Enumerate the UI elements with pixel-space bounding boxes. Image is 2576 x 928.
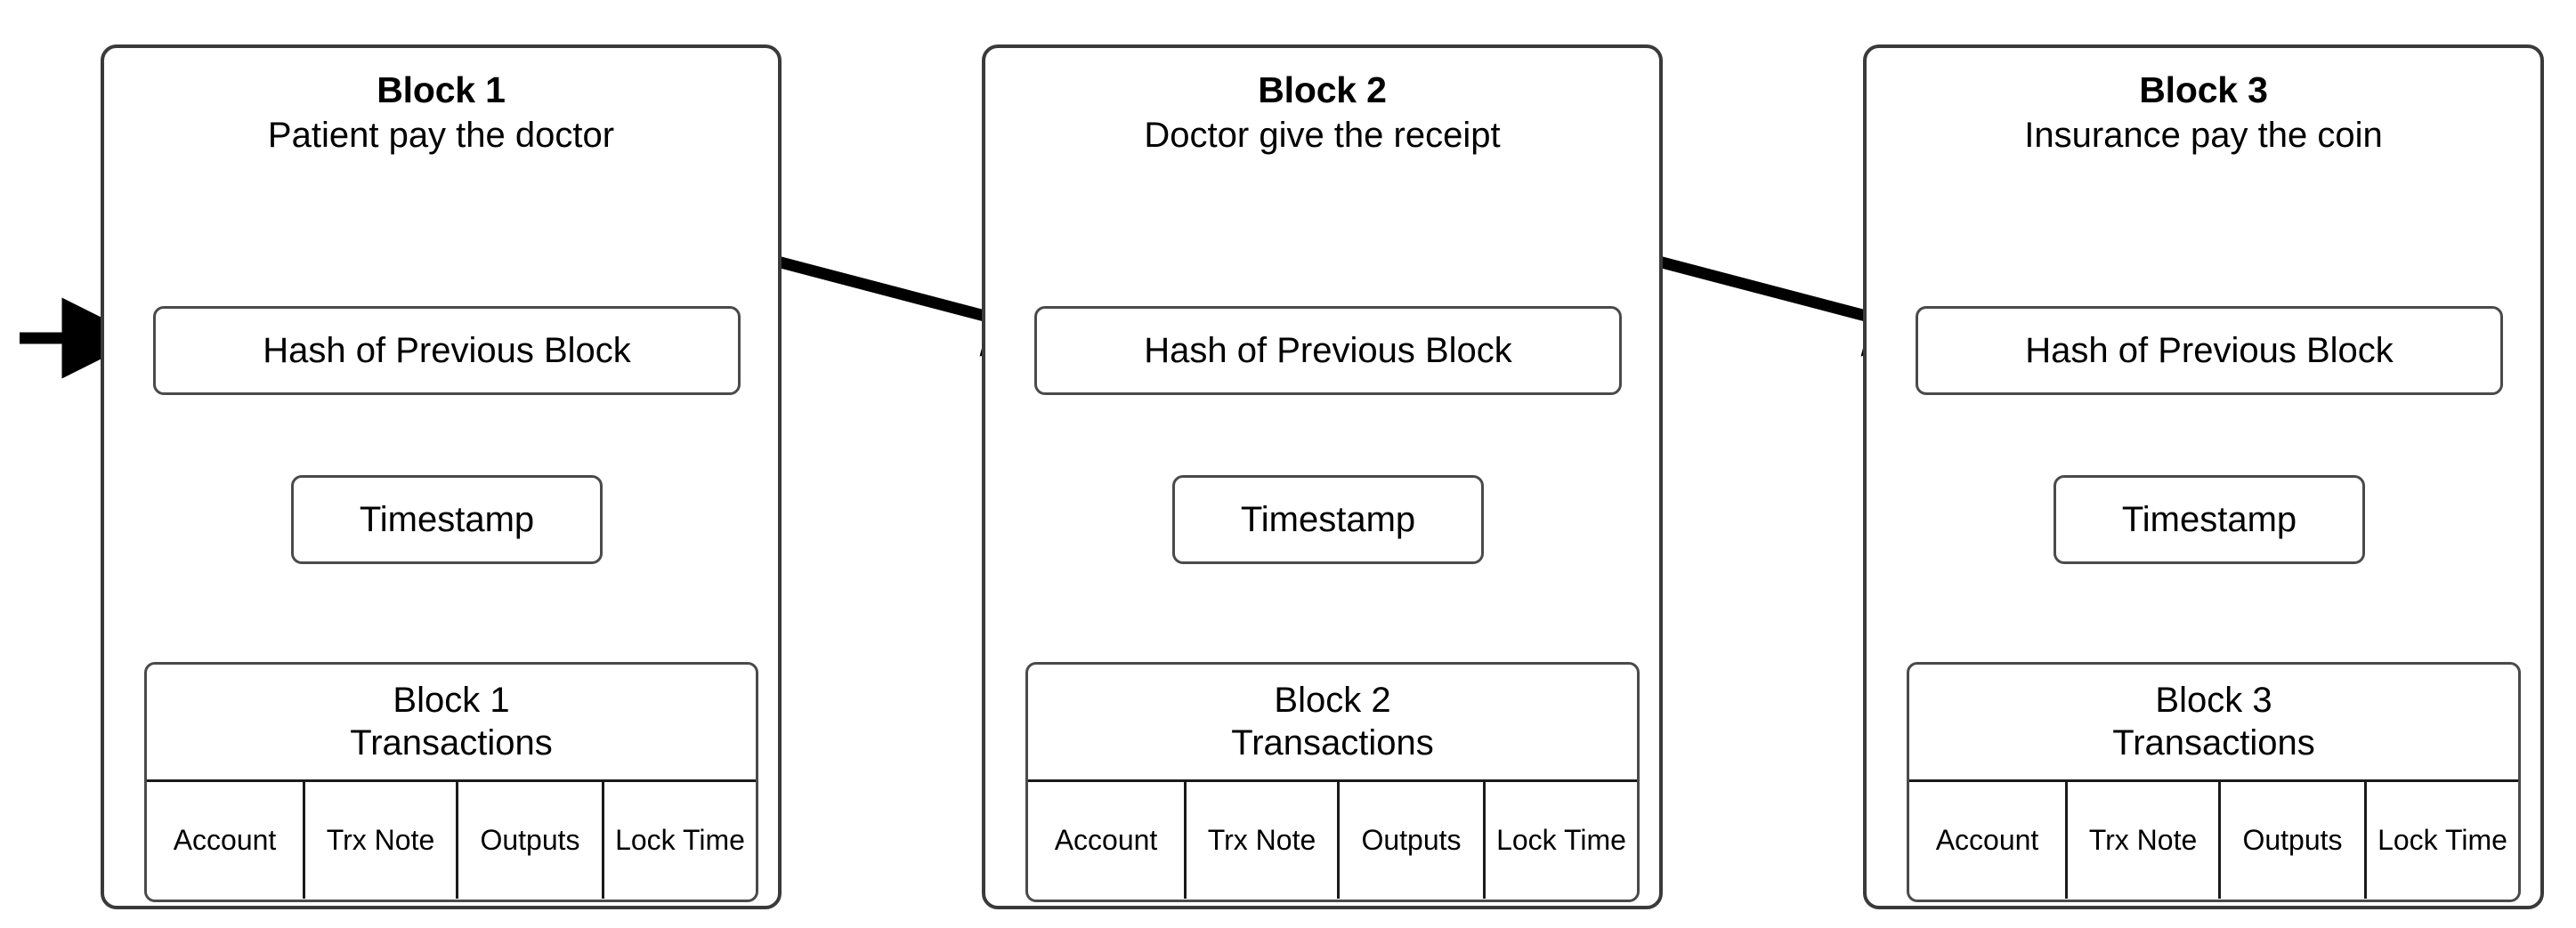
hash-of-previous-block-label-3: Hash of Previous Block — [2025, 330, 2394, 370]
transactions-panel-3: Block 3 Transactions Account Trx Note Ou… — [1907, 662, 2521, 902]
block-title-1: Block 1 — [377, 69, 506, 110]
tx-column-outputs-1: Outputs — [458, 782, 604, 899]
block-title-3: Block 3 — [2139, 69, 2268, 110]
hash-of-previous-block-label-1: Hash of Previous Block — [263, 330, 631, 370]
tx-column-account-1: Account — [147, 782, 305, 899]
timestamp-label-2: Timestamp — [1240, 499, 1416, 539]
transactions-panel-2: Block 2 Transactions Account Trx Note Ou… — [1025, 662, 1640, 902]
transactions-header-row-1: Account Trx Note Outputs Lock Time — [147, 782, 756, 899]
transactions-title-line2-2: Transactions — [1231, 722, 1434, 763]
hash-of-previous-block-box-1: Hash of Previous Block — [153, 306, 741, 395]
tx-column-account-2: Account — [1028, 782, 1187, 899]
transactions-title-line1-1: Block 1 — [393, 681, 510, 721]
transactions-title-line2-1: Transactions — [350, 722, 553, 763]
transactions-title-line1-3: Block 3 — [2155, 681, 2272, 721]
tx-column-lock-time-2: Lock Time — [1496, 823, 1626, 856]
timestamp-box-1: Timestamp — [291, 475, 603, 564]
tx-column-trx-note-3: Trx Note — [2068, 782, 2221, 899]
timestamp-box-3: Timestamp — [2054, 475, 2365, 564]
transactions-title-3: Block 3 Transactions — [1909, 665, 2518, 782]
transactions-panel-1: Block 1 Transactions Account Trx Note Ou… — [144, 662, 758, 902]
block-card-1: Block 1 Patient pay the doctor Hash of P… — [101, 44, 782, 909]
tx-column-trx-note-2: Trx Note — [1187, 782, 1340, 899]
transactions-header-row-2: Account Trx Note Outputs Lock Time — [1028, 782, 1637, 899]
block-title-2: Block 2 — [1258, 69, 1387, 110]
tx-column-outputs-2: Outputs — [1340, 782, 1486, 899]
block-header-1: Block 1 Patient pay the doctor — [104, 68, 778, 157]
tx-column-trx-note-1: Trx Note — [305, 782, 458, 899]
block-card-2: Block 2 Doctor give the receipt Hash of … — [982, 44, 1663, 909]
transactions-title-line1-2: Block 2 — [1274, 681, 1391, 721]
timestamp-label-1: Timestamp — [359, 499, 535, 539]
block-header-3: Block 3 Insurance pay the coin — [1867, 68, 2540, 157]
block-subtitle-3: Insurance pay the coin — [2024, 116, 2383, 156]
block-subtitle-2: Doctor give the receipt — [1144, 116, 1501, 156]
hash-of-previous-block-box-2: Hash of Previous Block — [1034, 306, 1622, 395]
timestamp-label-3: Timestamp — [2121, 499, 2297, 539]
transactions-title-1: Block 1 Transactions — [147, 665, 756, 782]
transactions-header-row-3: Account Trx Note Outputs Lock Time — [1909, 782, 2518, 899]
block-subtitle-1: Patient pay the doctor — [267, 116, 615, 156]
tx-column-outputs-3: Outputs — [2221, 782, 2367, 899]
hash-of-previous-block-box-3: Hash of Previous Block — [1916, 306, 2503, 395]
block-card-3: Block 3 Insurance pay the coin Hash of P… — [1863, 44, 2544, 909]
hash-of-previous-block-label-2: Hash of Previous Block — [1144, 330, 1512, 370]
transactions-title-2: Block 2 Transactions — [1028, 665, 1637, 782]
tx-column-account-3: Account — [1909, 782, 2068, 899]
timestamp-box-2: Timestamp — [1172, 475, 1484, 564]
tx-column-lock-time-1: Lock Time — [615, 823, 745, 856]
transactions-title-line2-3: Transactions — [2112, 722, 2315, 763]
block-header-2: Block 2 Doctor give the receipt — [985, 68, 1659, 157]
tx-column-lock-time-3: Lock Time — [2378, 823, 2507, 856]
